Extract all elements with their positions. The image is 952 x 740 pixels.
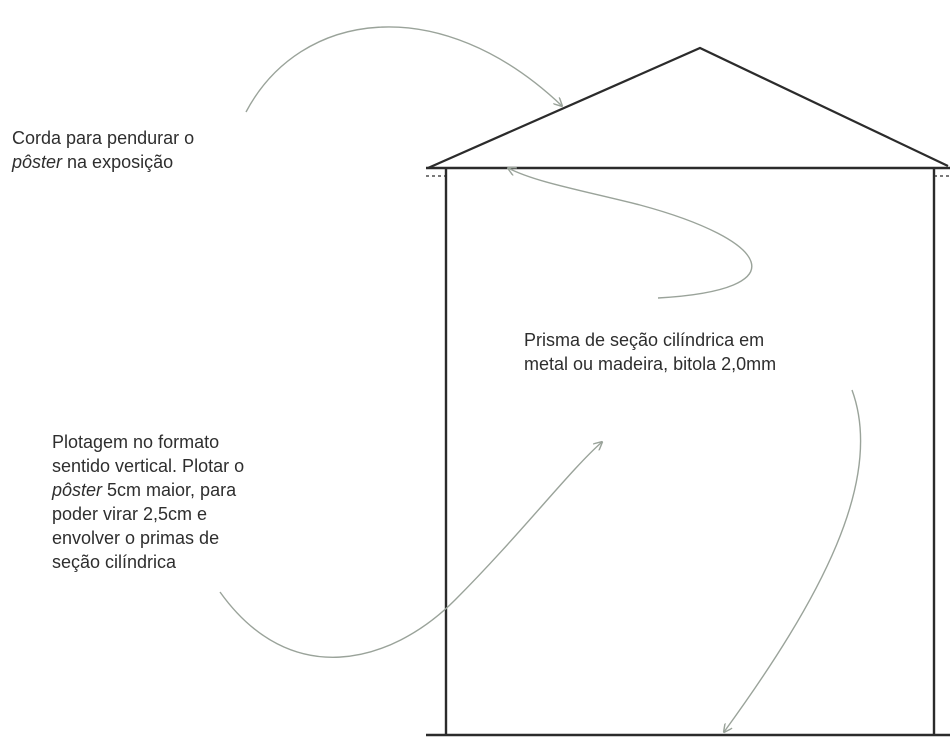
arrow-top-rod xyxy=(508,168,753,299)
label-cylindrical-prism: Prisma de seção cilíndrica em metal ou ma… xyxy=(524,328,776,376)
arrow-bottom-rod xyxy=(724,389,862,732)
hanging-cord xyxy=(427,46,949,170)
label-line: Prisma de seção cilíndrica em xyxy=(524,330,765,350)
label-plotting-instructions: Plotagem no formato sentido vertical. Plo… xyxy=(52,430,244,574)
label-line: metal ou madeira, bitola 2,0mm xyxy=(524,354,777,374)
arrow-cord xyxy=(245,26,562,113)
label-line: pôster na exposição xyxy=(12,152,174,172)
label-line: envolver o primas de xyxy=(52,528,220,548)
label-line: pôster 5cm maior, para xyxy=(52,480,237,500)
label-line: poder virar 2,5cm e xyxy=(52,504,208,524)
label-hanging-cord: Corda para pendurar o pôster na exposição xyxy=(12,126,194,174)
label-line: seção cilíndrica xyxy=(52,552,177,572)
arrow-poster xyxy=(219,442,602,658)
label-line: Plotagem no formato xyxy=(52,432,220,452)
label-line: sentido vertical. Plotar o xyxy=(52,456,245,476)
label-line: Corda para pendurar o xyxy=(12,128,195,148)
